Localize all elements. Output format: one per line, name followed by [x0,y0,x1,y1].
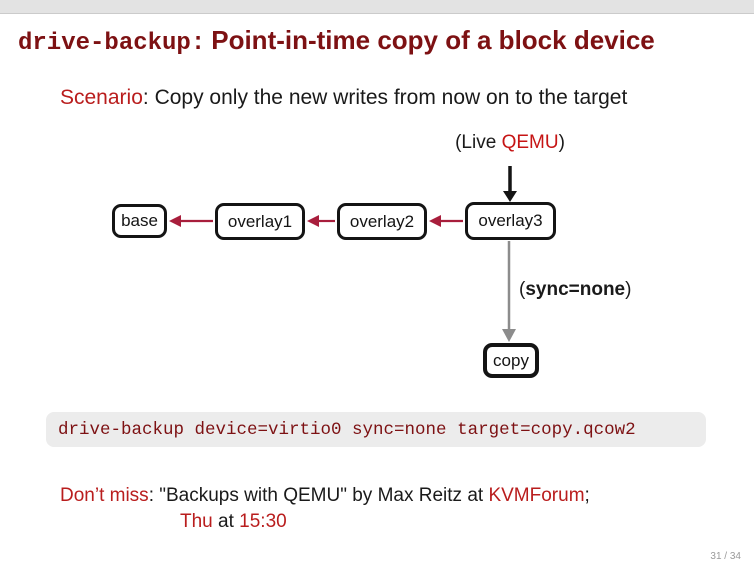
node-overlay2: overlay2 [337,203,427,240]
backing-arrow-overlay2-to-overlay1 [307,215,335,227]
live-label-prefix: (Live [455,132,502,153]
title-command-name: drive-backup: [18,30,206,57]
scenario-colon: : [142,86,149,109]
code-block: drive-backup device=virtio0 sync=none ta… [46,412,706,447]
venue-semicolon: ; [584,485,590,506]
footer-line-2: Thu at 15:30 [60,509,590,535]
talk-day: Thu [180,511,213,532]
sync-arrow-overlay3-to-copy [502,241,516,342]
sync-label-text: sync=none [525,279,626,300]
dont-miss-colon: : [148,485,160,506]
node-base: base [112,204,167,238]
node-copy-label: copy [493,350,529,370]
scenario-label: Scenario [60,86,143,109]
footer-line-1: Don’t miss: "Backups with QEMU" by Max R… [60,483,590,509]
node-base-label: base [121,211,158,230]
node-overlay3: overlay3 [465,202,556,240]
scenario-text: Copy only the new writes from now on to … [148,86,628,109]
page-indicator: 31 / 34 [710,551,741,562]
live-label-qemu: QEMU [501,132,559,153]
node-copy: copy [483,343,539,378]
backing-arrow-overlay3-to-overlay2 [429,215,463,227]
slide-title: drive-backup:Point-in-time copy of a blo… [18,20,748,57]
venue-text: KVMForum [488,485,585,506]
live-label-suffix: ) [558,132,565,153]
talk-at: at [212,511,240,532]
scenario-line: Scenario: Copy only the new writes from … [60,86,627,110]
backing-arrow-overlay1-to-base [169,215,213,227]
node-overlay1: overlay1 [215,203,305,240]
sync-label-open: ( [519,279,526,300]
live-qemu-label: (Live QEMU) [455,132,565,154]
node-overlay2-label: overlay2 [349,211,415,231]
dont-miss-label: Don’t miss [60,485,149,506]
node-overlay3-label: overlay3 [478,211,543,230]
window-top-band [0,0,754,14]
drive-backup-command: drive-backup device=virtio0 sync=none ta… [58,419,636,440]
sync-label-close: ) [625,279,632,300]
talk-time: 15:30 [239,511,287,532]
sync-none-label: (sync=none) [519,279,631,301]
node-overlay1-label: overlay1 [227,211,293,231]
talk-title-text: "Backups with QEMU" by Max Reitz at [159,485,489,506]
live-qemu-arrow [503,166,517,202]
footer-note: Don’t miss: "Backups with QEMU" by Max R… [60,483,590,535]
title-text: Point-in-time copy of a block device [211,25,655,55]
